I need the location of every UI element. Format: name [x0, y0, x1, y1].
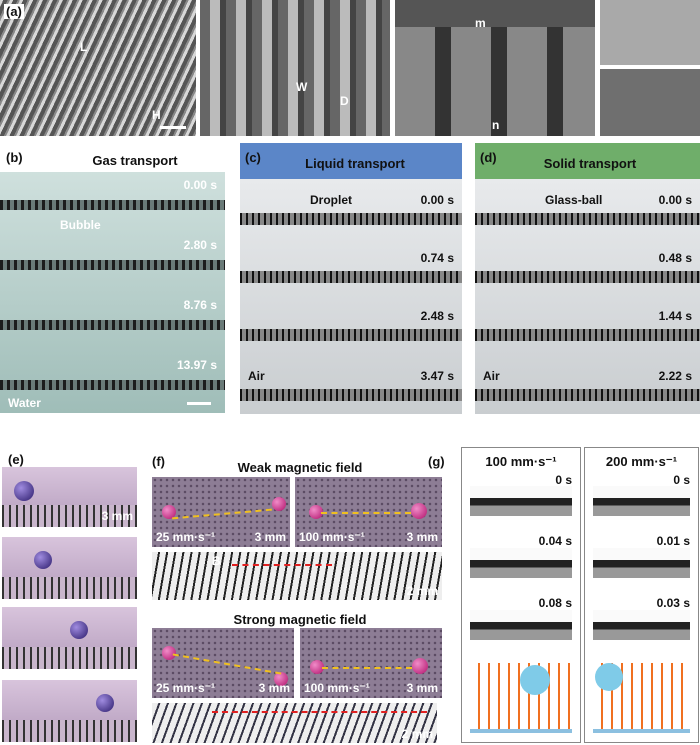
strong-side-image: 2 mm: [152, 703, 437, 743]
time-label: 0.00 s: [420, 193, 454, 207]
dim-m: m: [475, 16, 486, 30]
time-label: 1.44 s: [658, 309, 692, 323]
scale-bar: [160, 126, 186, 129]
weak-25-image: 25 mm·s⁻¹ 3 mm: [152, 477, 290, 547]
sem-image-array: [0, 0, 196, 136]
gas-transport-image: 0.00 s Bubble 2.80 s 8.76 s 13.97 s Wate…: [0, 172, 225, 413]
liquid-transport-image: Droplet 0.00 s 0.74 s 2.48 s Air 3.47 s: [240, 179, 462, 414]
time-label: 0.00 s: [183, 178, 217, 192]
medium-label: Air: [248, 369, 265, 383]
glass-ball-label: Glass-ball: [545, 193, 603, 207]
time-label: 0.08 s: [538, 596, 572, 610]
time-label: 2.48 s: [420, 309, 454, 323]
time-label: 0.01 s: [656, 534, 690, 548]
dim-L: L: [80, 40, 88, 54]
solid-transport-image: Glass-ball 0.00 s 0.48 s 1.44 s Air 2.22…: [475, 179, 700, 414]
time-label: 0.74 s: [420, 251, 454, 265]
scale-label: 2 mm: [401, 727, 433, 741]
sem-image-pillars: [200, 0, 390, 136]
strong-field-title: Strong magnetic field: [233, 612, 367, 627]
ball-image-3: [2, 607, 137, 669]
panel-e-label: (e): [8, 452, 24, 467]
panel-c-label: (c): [245, 150, 261, 165]
dim-W: W: [296, 80, 308, 94]
bubble-label: Bubble: [60, 218, 101, 232]
time-label: 0 s: [555, 473, 572, 487]
medium-label: Water: [8, 396, 41, 410]
panel-b-label: (b): [6, 150, 23, 165]
medium-label: Air: [483, 369, 500, 383]
time-label: 0 s: [673, 473, 690, 487]
time-label: 13.97 s: [176, 358, 217, 372]
time-label: 2.22 s: [658, 369, 692, 383]
time-label: 0.03 s: [656, 596, 690, 610]
droplet-label: Droplet: [310, 193, 352, 207]
time-label: 0.48 s: [658, 251, 692, 265]
ball-image-4: [2, 680, 137, 742]
g-column-200: 200 mm·s⁻¹ 0 s 0.01 s 0.03 s: [584, 447, 699, 743]
sem-image-cross-section: [395, 0, 595, 136]
g-column-100: 100 mm·s⁻¹ 0 s 0.04 s 0.08 s: [461, 447, 581, 743]
time-label: 8.76 s: [183, 298, 217, 312]
time-label: 2.80 s: [183, 238, 217, 252]
panel-c-title: Liquid transport: [305, 156, 405, 171]
pillar-schematic: [470, 663, 572, 733]
speed-label: 200 mm·s⁻¹: [605, 454, 678, 469]
panel-b-title: Gas transport: [92, 153, 178, 168]
sem-image-surface-top: [600, 0, 700, 65]
scale-label: 3 mm: [254, 530, 286, 544]
speed-label: 100 mm·s⁻¹: [485, 454, 557, 469]
panel-g-label: (g): [428, 454, 445, 469]
speed-label: 25 mm·s⁻¹: [156, 530, 216, 544]
weak-100-image: 100 mm·s⁻¹ 3 mm: [295, 477, 442, 547]
scale-label: 3 mm: [406, 530, 438, 544]
scale-label: 3 mm: [406, 681, 438, 695]
solid-transport-header: [475, 143, 700, 179]
liquid-transport-header: [240, 143, 462, 179]
time-label: 3.47 s: [420, 369, 454, 383]
dim-n: n: [492, 118, 500, 132]
panel-f-label: (f): [152, 454, 165, 469]
pillar-schematic: [593, 663, 690, 733]
weak-side-image: B 2 mm: [152, 552, 442, 600]
panel-a-label: (a): [4, 4, 24, 19]
scale-label: 3 mm: [258, 681, 290, 695]
speed-label: 100 mm·s⁻¹: [304, 681, 370, 695]
weak-field-title: Weak magnetic field: [237, 460, 363, 475]
panel-d-label: (d): [480, 150, 497, 165]
time-label: 0.04 s: [538, 534, 572, 548]
ball-image-1: 3 mm: [2, 467, 137, 527]
time-label: 0.00 s: [658, 193, 692, 207]
speed-label: 25 mm·s⁻¹: [156, 681, 216, 695]
strong-25-image: 25 mm·s⁻¹ 3 mm: [152, 628, 294, 698]
field-direction-label: B: [212, 554, 221, 568]
strong-100-image: 100 mm·s⁻¹ 3 mm: [300, 628, 442, 698]
ball-image-2: [2, 537, 137, 599]
sem-image-surface-bottom: [600, 69, 700, 136]
panel-d-title: Solid transport: [543, 156, 637, 171]
dim-D: D: [340, 94, 349, 108]
dim-H: H: [152, 108, 161, 122]
scale-label: 2 mm: [406, 584, 438, 598]
speed-label: 100 mm·s⁻¹: [299, 530, 365, 544]
scale-label: 3 mm: [101, 509, 133, 523]
